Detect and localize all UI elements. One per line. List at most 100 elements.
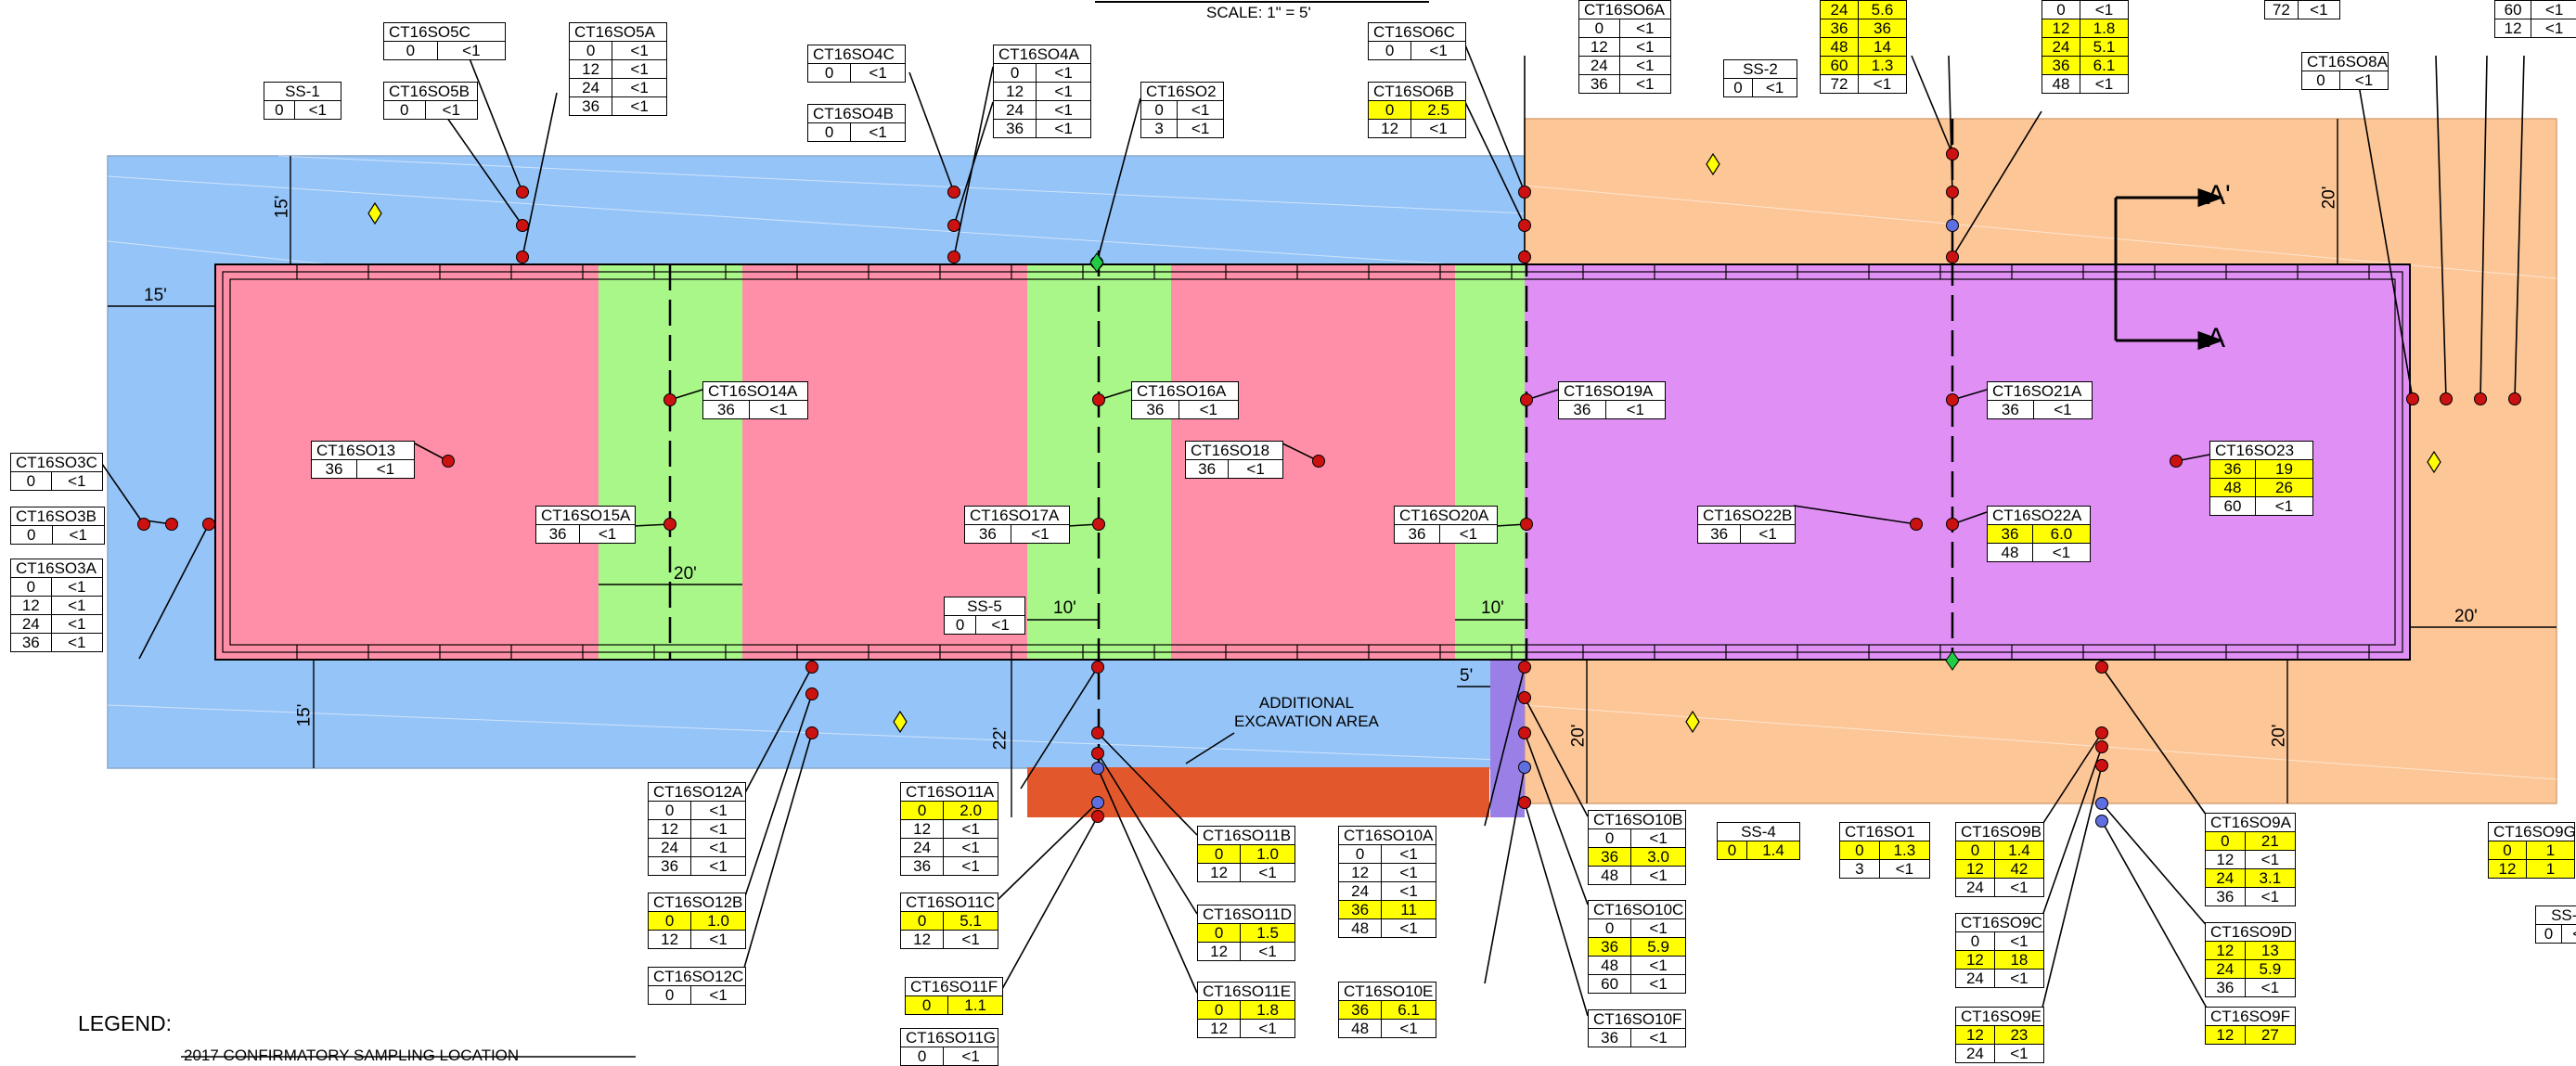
- sample-depth: 36: [1186, 460, 1230, 478]
- sample-row: 3<1: [1141, 119, 1223, 137]
- sample-row: 12<1: [901, 819, 998, 839]
- sample-point: [663, 393, 676, 406]
- sample-result: <1: [2297, 1, 2339, 19]
- leader-line: [435, 101, 523, 226]
- sample-point: [442, 455, 455, 468]
- sample-depth: 0: [808, 64, 852, 82]
- sample-point: [1946, 219, 1959, 232]
- sample-depth: 0: [1339, 845, 1383, 864]
- sample-row: 12<1: [1579, 37, 1670, 57]
- sample-depth: 0: [384, 42, 438, 59]
- sample-id: CT16SO22A: [1988, 507, 2090, 525]
- sample-id: CT16SO9D: [2206, 923, 2295, 942]
- leader-line: [1280, 442, 1320, 462]
- tick-marks: [296, 264, 2370, 660]
- leader-line: [997, 802, 1099, 901]
- sample-result: 5.6: [1857, 1, 1906, 19]
- sample-result: <1: [1630, 974, 1685, 993]
- sample-point: [137, 518, 150, 531]
- sample-depth: 36: [1988, 401, 2034, 418]
- leader-line: [1911, 55, 1953, 155]
- sample-id: CT16SO4B: [808, 105, 905, 123]
- sample-depth: 24: [570, 78, 613, 97]
- sample-result: 3.1: [2244, 868, 2295, 888]
- sample-depth: 0: [384, 101, 426, 119]
- sample-point: [1092, 518, 1105, 531]
- sample-result: <1: [579, 525, 635, 543]
- dim-15-top: 15': [272, 195, 292, 219]
- sample-depth: 3: [1840, 859, 1880, 878]
- sample-point: [2095, 661, 2108, 674]
- sample-depth: 12: [901, 930, 945, 948]
- sample-point: [1518, 796, 1531, 809]
- sample-depth: 0: [1589, 829, 1632, 848]
- sample-point: [2095, 815, 2108, 828]
- sample-row: 36<1: [312, 460, 414, 478]
- sample-point: [1520, 393, 1533, 406]
- sample-depth: 12: [649, 930, 692, 948]
- sample-id: CT16SO11E: [1198, 983, 1294, 1001]
- sample-point: [1091, 726, 1104, 739]
- sample-id: CT16SO1: [1840, 823, 1929, 841]
- sample-id: CT16SO3A: [11, 559, 102, 578]
- sample-id: CT16SO7B: [2042, 0, 2128, 1]
- sample-point: [1946, 393, 1959, 406]
- sample-result: <1: [50, 472, 102, 490]
- sample-depth: 36: [1559, 401, 1606, 418]
- sample-result: 1.3: [1857, 56, 1906, 75]
- sample-point: [2406, 392, 2419, 405]
- sample-depth: 0: [11, 472, 52, 490]
- sample-result: <1: [50, 596, 102, 615]
- sample-depth: 24: [994, 100, 1037, 120]
- sample-point: [516, 219, 529, 232]
- dim-10-right: 10': [1481, 598, 1504, 618]
- sample-depth: 3: [1141, 119, 1179, 137]
- sample-result: <1: [1993, 932, 2043, 951]
- sample-result: <1: [690, 986, 745, 1004]
- sample-result: 1.3: [1878, 841, 1929, 860]
- sample-result: <1: [2560, 925, 2576, 943]
- sample-id: CT16SO22B: [1698, 507, 1795, 525]
- sample-result: <1: [1618, 19, 1670, 38]
- sample-row: 24<1: [901, 838, 998, 857]
- dim-22: 22': [990, 726, 1011, 751]
- leader-line: [1020, 666, 1099, 790]
- excavation-outline-outer: [214, 263, 2411, 661]
- sample-row: 0<1: [901, 1047, 998, 1065]
- sample-point: [2508, 392, 2521, 405]
- sample-id: CT16SO17A: [965, 507, 1069, 525]
- sample-id: CT16SO11C: [901, 893, 998, 912]
- sample-result: <1: [1993, 1044, 2043, 1062]
- sample-row: 12<1: [1339, 863, 1436, 882]
- sample-point: [1946, 186, 1959, 199]
- sample-row: 0<1: [11, 578, 102, 597]
- sample-result: <1: [1381, 881, 1436, 901]
- leader-line: [1793, 505, 1917, 525]
- sample-depth: 12: [649, 819, 692, 839]
- sample-result: <1: [2244, 850, 2295, 869]
- leader-line: [2041, 746, 2103, 919]
- sample-result: <1: [1381, 1019, 1436, 1037]
- sample-depth: 36: [994, 119, 1037, 137]
- sample-point: [947, 219, 960, 232]
- sample-depth: 36: [312, 460, 357, 478]
- sample-depth: 0: [1733, 79, 1743, 96]
